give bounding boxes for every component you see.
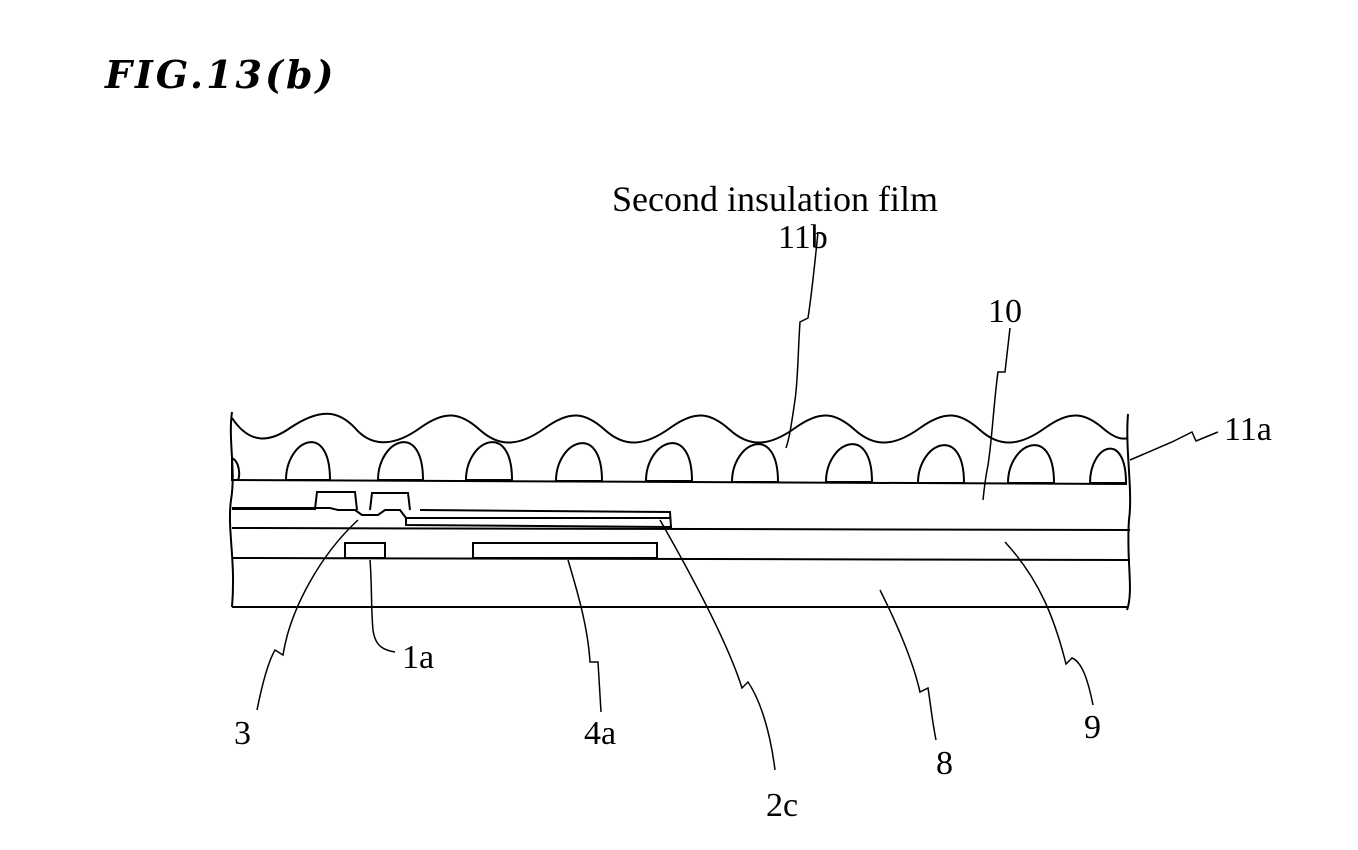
bump <box>646 443 692 481</box>
bump <box>1090 449 1126 483</box>
leader-11a <box>1130 432 1218 460</box>
bump <box>826 444 872 482</box>
leader-3 <box>257 520 358 710</box>
bump <box>732 444 778 482</box>
leader-9 <box>1005 542 1093 705</box>
label-3: 3 <box>234 715 251 752</box>
bump <box>1008 445 1054 483</box>
leader-8 <box>880 590 936 740</box>
label-11b: 11b <box>778 219 828 256</box>
figure-title: FIG.13(b) <box>104 52 337 97</box>
bump <box>286 442 330 480</box>
bump <box>556 443 602 481</box>
right-break-edge <box>1127 414 1130 610</box>
bump <box>378 442 423 480</box>
layer-8-substrate <box>232 558 1130 607</box>
label-9: 9 <box>1084 709 1101 746</box>
bumps-11a <box>232 442 1126 483</box>
caption-second-insulation-film: Second insulation film <box>612 179 938 219</box>
leader-10 <box>983 328 1010 500</box>
leader-4a <box>568 560 601 712</box>
label-1a: 1a <box>402 639 434 676</box>
label-10: 10 <box>988 293 1022 330</box>
drain-electrode-2c <box>370 493 671 527</box>
leader-11b <box>786 232 818 448</box>
bump <box>918 445 964 483</box>
gate-electrode-1a <box>345 543 385 558</box>
label-4a: 4a <box>584 715 616 752</box>
layer-9-top <box>232 528 1130 530</box>
storage-electrode-4a <box>473 543 657 558</box>
bump <box>466 442 512 480</box>
label-11a: 11a <box>1224 411 1272 448</box>
label-2c: 2c <box>766 787 798 824</box>
leader-2c <box>660 520 775 770</box>
label-8: 8 <box>936 745 953 782</box>
